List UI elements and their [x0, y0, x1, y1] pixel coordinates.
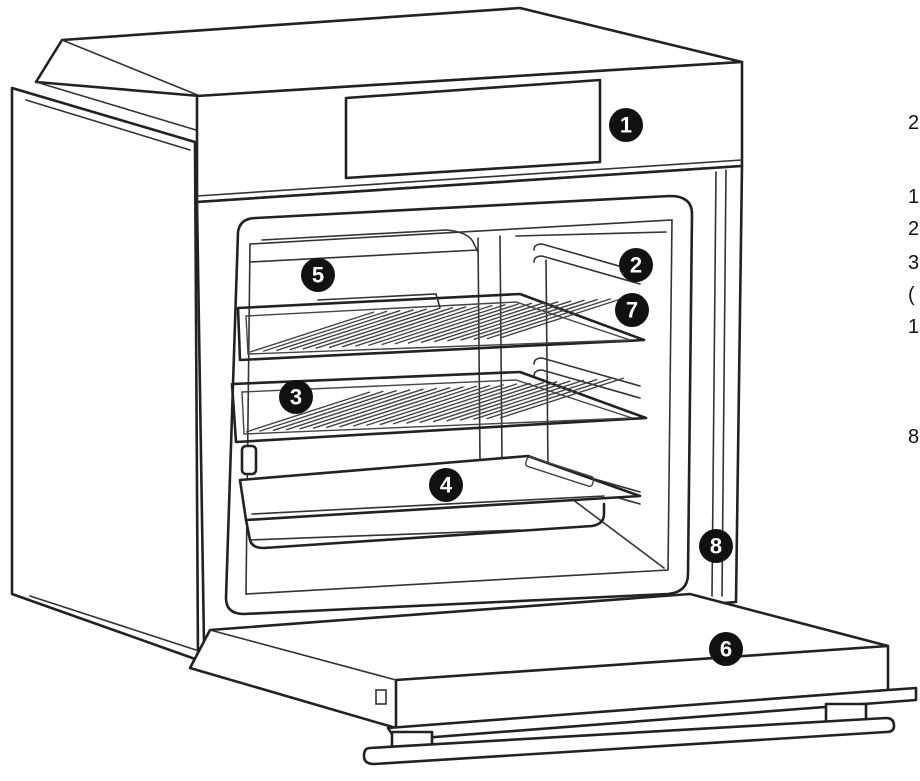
- svg-text:1: 1: [620, 113, 632, 138]
- rack-wire: [447, 300, 572, 342]
- callout-2: 2: [619, 248, 653, 282]
- rack-wire: [460, 299, 585, 341]
- svg-text:4: 4: [440, 473, 453, 498]
- rack-wire: [352, 385, 478, 427]
- edge-text-7: 8: [908, 426, 920, 448]
- rack-wire: [366, 384, 491, 427]
- rack-wire: [499, 297, 625, 339]
- rack-wire: [473, 378, 598, 421]
- rack-wire: [368, 304, 493, 347]
- rack-wire: [406, 382, 531, 424]
- oven-left-side: [10, 81, 200, 662]
- rack-wire: [379, 383, 504, 426]
- rack-wire: [262, 310, 388, 352]
- rack-wire: [486, 378, 611, 420]
- rack-wire: [420, 301, 546, 344]
- edge-text-1: 2: [908, 112, 920, 134]
- svg-text:2: 2: [630, 253, 642, 278]
- edge-text-3: 2: [908, 218, 920, 240]
- callout-3: 3: [279, 380, 313, 414]
- rack-wire: [433, 301, 559, 343]
- rack-wire: [394, 303, 519, 345]
- callout-6: 6: [709, 632, 743, 666]
- rack-wire: [355, 305, 480, 347]
- rack-wire: [289, 309, 414, 351]
- rack-wire: [272, 389, 397, 432]
- svg-text:8: 8: [710, 534, 722, 559]
- rack-wire: [407, 302, 533, 344]
- callout-8: 8: [699, 529, 733, 563]
- edge-text-4: 3: [908, 252, 920, 274]
- rack-wire: [245, 391, 371, 433]
- rack-wire: [299, 388, 424, 430]
- rack-wire: [341, 306, 467, 348]
- rack-wire: [392, 383, 518, 425]
- edge-text-2: 1: [908, 186, 920, 208]
- rack-wire: [381, 303, 506, 346]
- callout-5: 5: [301, 258, 335, 292]
- lower-wire-rack: [230, 370, 648, 476]
- svg-text:6: 6: [720, 637, 732, 662]
- callout-1: 1: [609, 108, 643, 142]
- upper-wire-rack: [236, 292, 646, 362]
- rack-wire: [315, 307, 441, 349]
- rack-wire: [249, 311, 375, 353]
- rack-wire: [259, 390, 384, 432]
- rack-wire: [432, 381, 558, 423]
- svg-text:7: 7: [626, 298, 638, 323]
- edge-text-5: (: [908, 284, 915, 306]
- svg-text:3: 3: [290, 385, 302, 410]
- rack-wire: [459, 379, 585, 421]
- rack-wire: [312, 387, 438, 429]
- rack-wire: [285, 389, 411, 431]
- rack-wire: [499, 377, 625, 419]
- rack-wire: [486, 298, 612, 340]
- callout-7: 7: [615, 293, 649, 327]
- callout-4: 4: [429, 468, 463, 502]
- rack-wire: [473, 298, 598, 341]
- rack-wire: [302, 308, 427, 350]
- rack-wire: [328, 306, 454, 349]
- edge-text-6: 1: [908, 316, 920, 338]
- svg-text:5: 5: [312, 263, 324, 288]
- oven-door: [188, 592, 918, 766]
- display-screen: [344, 78, 602, 180]
- rack-wire: [339, 386, 464, 428]
- rack-wire: [276, 309, 401, 352]
- rack-wire: [325, 386, 451, 429]
- rack-wire: [446, 380, 571, 422]
- rack-wire: [419, 381, 545, 424]
